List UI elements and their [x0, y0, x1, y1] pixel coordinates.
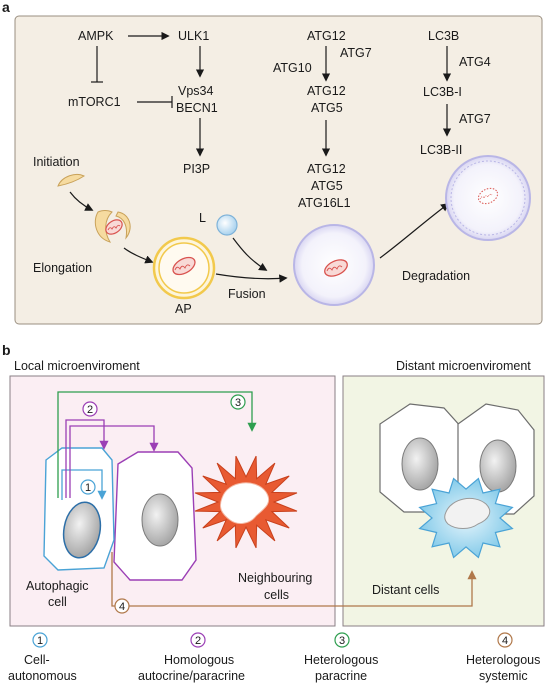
distant-blue-cell — [418, 477, 514, 559]
legend-3-line2: paracrine — [315, 669, 367, 683]
panel-a-background — [14, 15, 543, 325]
mitochondrion-icon — [324, 259, 348, 277]
badge-3-number: 3 — [235, 397, 241, 409]
badge-3-icon — [230, 394, 246, 410]
legend-2-line2: autocrine/paracrine — [138, 669, 245, 683]
elongation-to-ap-arrow — [123, 247, 154, 264]
heterologous-paracrine-arrow — [57, 391, 257, 498]
legend-3-number: 3 — [339, 635, 345, 647]
ap-label: AP — [175, 302, 192, 316]
legend-2-line1: Homologous — [164, 653, 234, 667]
legend-1-line1: Cell- — [24, 653, 50, 667]
lc3b-i-label: LC3B-I — [423, 85, 462, 99]
ap-to-fusion-arrow — [215, 273, 288, 283]
neighbouring-cells-label-line1: Neighbouring — [238, 571, 312, 585]
atg10-label: ATG10 — [273, 61, 312, 75]
distant-white-cell-left — [379, 403, 463, 513]
phagophore-icon — [57, 173, 85, 187]
lysosome-to-fusion-arrow — [232, 237, 268, 271]
nucleus-icon — [444, 497, 491, 529]
cell-autonomous-arrow — [61, 469, 107, 500]
becn1-label: BECN1 — [176, 101, 218, 115]
atg16l1-label: ATG16L1 — [298, 196, 351, 210]
atg12-top-label: ATG12 — [307, 29, 346, 43]
panel-b-label: b — [2, 342, 11, 358]
vps34-label: Vps34 — [178, 84, 213, 98]
lc3b-ii-label: LC3B-II — [420, 143, 462, 157]
autophagic-cell-label-line2: cell — [48, 595, 67, 609]
legend-1-line2: autonomous — [8, 669, 77, 683]
atg5-mid-label: ATG5 — [311, 101, 343, 115]
badge-4-number: 4 — [119, 601, 125, 613]
legend-item-heterologous-paracrine: 3 Heterologous paracrine — [304, 632, 378, 683]
legend-4-line1: Heterologous — [466, 653, 540, 667]
ampk-label: AMPK — [78, 29, 114, 43]
degradation-label: Degradation — [402, 269, 470, 283]
legend-1-icon — [32, 632, 48, 648]
distant-cells-label: Distant cells — [372, 583, 439, 597]
autophagic-cell — [43, 447, 115, 571]
autolysosome-icon — [293, 224, 375, 306]
l-label: L — [199, 211, 206, 225]
homologous-arrow-to-neighbour — [69, 425, 159, 498]
mitochondrion-icon — [172, 256, 196, 276]
legend-item-heterologous-systemic: 4 Heterologous systemic — [466, 632, 540, 683]
legend: 1 Cell- autonomous 2 Homologous autocrin… — [8, 632, 540, 683]
atg12-bot-label: ATG12 — [307, 162, 346, 176]
initiation-to-elongation-arrow — [69, 191, 94, 211]
atg12-mid-label: ATG12 — [307, 84, 346, 98]
ulk1-label: ULK1 — [178, 29, 209, 43]
autophagosome-icon — [152, 236, 216, 300]
legend-2-icon — [190, 632, 206, 648]
degraded-vesicle-icon — [445, 155, 531, 241]
legend-3-icon — [334, 632, 350, 648]
nucleus-icon — [479, 439, 517, 493]
nucleus-icon — [401, 437, 439, 491]
elongating-phagophore-icon — [94, 210, 131, 243]
nucleus-icon — [141, 493, 179, 547]
badge-1-number: 1 — [85, 482, 91, 494]
local-microenvironment-title: Local microenviroment — [14, 359, 140, 373]
legend-3-line1: Heterologous — [304, 653, 378, 667]
atg4-label: ATG4 — [459, 55, 491, 69]
distant-microenvironment-title: Distant microenviroment — [396, 359, 531, 373]
badge-1-icon — [80, 479, 96, 495]
atg5-bot-label: ATG5 — [311, 179, 343, 193]
pi3p-label: PI3P — [183, 162, 210, 176]
badge-2-icon — [82, 401, 98, 417]
mitochondrion-icon — [105, 219, 123, 235]
legend-4-icon — [497, 632, 513, 648]
fusion-label: Fusion — [228, 287, 266, 301]
lc3b-label: LC3B — [428, 29, 459, 43]
neighbouring-cells-label-line2: cells — [264, 588, 289, 602]
legend-1-number: 1 — [37, 635, 43, 647]
heterologous-systemic-arrow — [111, 552, 477, 607]
badge-2-number: 2 — [87, 404, 93, 416]
legend-4-number: 4 — [502, 635, 508, 647]
fusion-to-degradation-arrow — [379, 202, 450, 259]
atg7-label-1: ATG7 — [340, 46, 372, 60]
lysosome-icon — [216, 214, 238, 236]
legend-item-homologous: 2 Homologous autocrine/paracrine — [138, 632, 245, 683]
autophagic-cell-label-line1: Autophagic — [26, 579, 89, 593]
neighbouring-heterologous-cell — [194, 455, 298, 549]
legend-2-number: 2 — [195, 635, 201, 647]
legend-item-cell-autonomous: 1 Cell- autonomous — [8, 632, 77, 683]
nucleus-icon — [62, 501, 102, 559]
initiation-label: Initiation — [33, 155, 80, 169]
panel-a-label: a — [2, 0, 10, 15]
badge-4-icon — [114, 598, 130, 614]
nucleus-icon — [219, 482, 270, 524]
mtorc1-label: mTORC1 — [68, 95, 121, 109]
atg7-label-2: ATG7 — [459, 112, 491, 126]
elongation-label: Elongation — [33, 261, 92, 275]
homologous-neighbour-cell — [113, 451, 197, 581]
legend-4-line2: systemic — [479, 669, 528, 683]
homologous-arrow-to-self — [65, 419, 109, 498]
